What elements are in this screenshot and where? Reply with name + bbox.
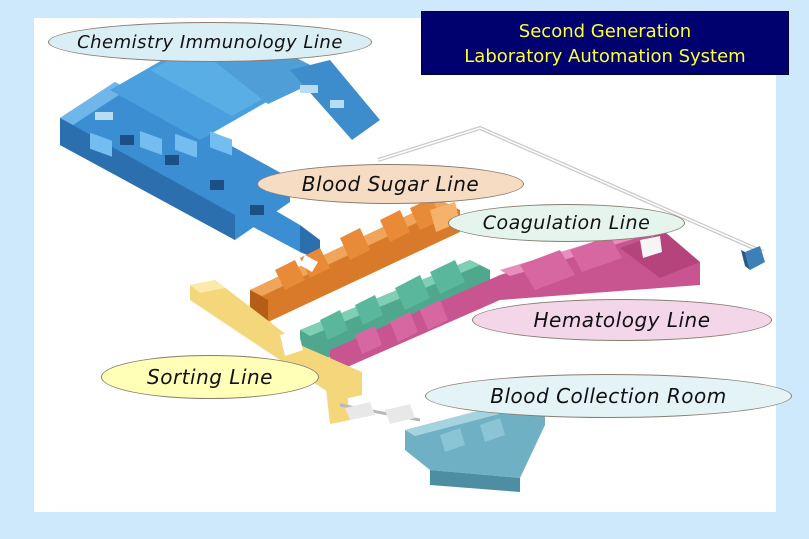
remote-analyzer [741, 246, 765, 270]
label-blood-collection-room: Blood Collection Room [425, 374, 792, 418]
title-line-1: Second Generation [518, 21, 692, 42]
blood-sugar-line-equipment [250, 198, 460, 322]
sorting-line-equipment [190, 280, 362, 424]
label-sorting-line: Sorting Line [101, 355, 319, 399]
chemistry-immunology-line-equipment [60, 35, 380, 260]
coagulation-line-equipment [300, 260, 490, 362]
label-blood-sugar-line: Blood Sugar Line [257, 164, 524, 204]
system-title-box: Second Generation Laboratory Automation … [421, 11, 789, 75]
label-hematology-line: Hematology Line [472, 299, 772, 341]
title-line-2: Laboratory Automation System [464, 46, 746, 67]
transport-tube-inner [377, 127, 764, 253]
label-chemistry-immunology-line: Chemistry Immunology Line [48, 22, 372, 62]
label-coagulation-line: Coagulation Line [448, 204, 685, 242]
